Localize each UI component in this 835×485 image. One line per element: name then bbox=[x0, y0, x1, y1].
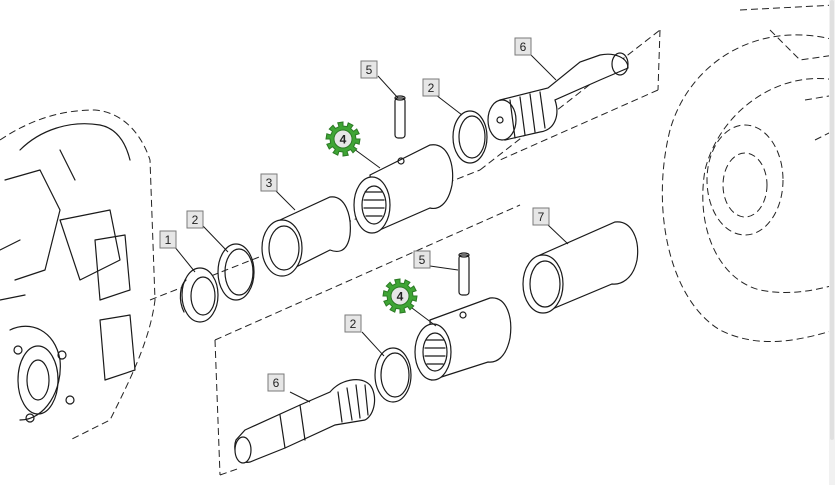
callout-6-lower[interactable]: 6 bbox=[267, 373, 285, 392]
callout-2-upper[interactable]: 2 bbox=[422, 78, 440, 97]
hotspot-4-upper[interactable]: 4 bbox=[325, 121, 361, 157]
callout-3-text: 3 bbox=[266, 176, 273, 190]
callout-1[interactable]: 1 bbox=[159, 230, 177, 249]
pin-lower bbox=[458, 252, 470, 296]
hotspot-4-upper-text: 4 bbox=[340, 133, 347, 147]
callout-7-text: 7 bbox=[538, 210, 545, 224]
callout-5-lower-text: 5 bbox=[419, 253, 426, 267]
shaft-lower bbox=[234, 379, 376, 464]
callout-3[interactable]: 3 bbox=[260, 173, 278, 192]
coupling-upper bbox=[353, 144, 454, 234]
gear-icon bbox=[382, 278, 418, 314]
lower-plane bbox=[214, 204, 521, 476]
scrollbar[interactable] bbox=[829, 0, 835, 485]
hotspot-4-lower-text: 4 bbox=[397, 290, 404, 304]
callout-2-lower-text: 2 bbox=[350, 317, 357, 331]
callout-2-left-text: 2 bbox=[192, 213, 199, 227]
callout-6-upper-text: 6 bbox=[520, 40, 527, 54]
right-housing bbox=[661, 4, 835, 343]
seal-ring bbox=[179, 267, 219, 323]
o-ring-upper bbox=[452, 110, 488, 164]
o-ring-left bbox=[217, 243, 255, 301]
callout-1-text: 1 bbox=[165, 233, 172, 247]
callout-2-upper-text: 2 bbox=[428, 81, 435, 95]
pin-upper bbox=[394, 95, 406, 139]
callout-7[interactable]: 7 bbox=[532, 207, 550, 226]
callout-6-upper[interactable]: 6 bbox=[514, 37, 532, 56]
left-housing bbox=[0, 109, 156, 441]
callout-5-lower[interactable]: 5 bbox=[413, 250, 431, 269]
coupling-lower bbox=[414, 297, 512, 381]
o-ring-lower bbox=[374, 347, 412, 403]
callout-5-upper-text: 5 bbox=[366, 63, 373, 77]
callout-2-left[interactable]: 2 bbox=[186, 210, 204, 229]
shaft-upper bbox=[487, 52, 629, 141]
callout-6-lower-text: 6 bbox=[273, 376, 280, 390]
scrollbar-thumb[interactable] bbox=[830, 0, 834, 440]
callout-2-lower[interactable]: 2 bbox=[344, 314, 362, 333]
large-sleeve bbox=[522, 221, 639, 314]
gear-icon bbox=[325, 121, 361, 157]
callout-5-upper[interactable]: 5 bbox=[360, 60, 378, 79]
hotspot-4-lower[interactable]: 4 bbox=[382, 278, 418, 314]
sleeve bbox=[261, 196, 351, 277]
